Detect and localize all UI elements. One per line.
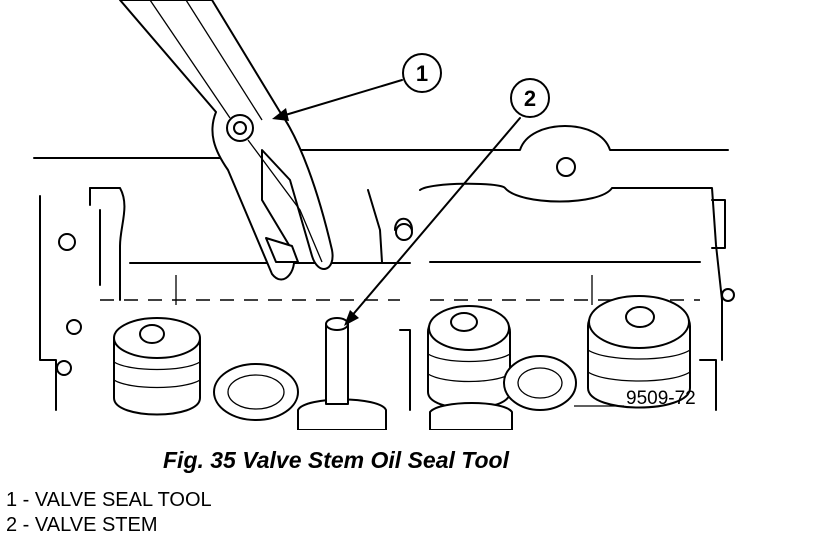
image-code: 9509-72 [626,388,696,409]
callout-2-leader [344,117,521,326]
valve-seal-illustration: 1 2 9509-72 [33,0,735,430]
valve-spring-right-2 [503,355,577,411]
callout-2-number: 2 [524,86,536,111]
legend-item: 1 - VALVE SEAL TOOL [6,489,212,511]
legend-item: 2 - VALVE STEM [6,514,158,536]
valve-stem [325,317,349,405]
callout-2: 2 [510,78,550,118]
valve-seal-tool [119,0,334,281]
valve-spring-left [113,317,201,416]
callout-1-leader [272,79,403,121]
valve-spring-right-1 [427,305,511,410]
valve-spring-center [213,363,299,421]
legend: 1 - VALVE SEAL TOOL 2 - VALVE STEM [6,488,212,538]
callout-1-number: 1 [416,61,428,86]
figure-caption: Fig. 35 Valve Stem Oil Seal Tool [163,447,509,473]
callout-1: 1 [402,53,442,93]
valve-spring-lower [297,398,513,430]
valve-spring-right-3 [587,295,691,409]
